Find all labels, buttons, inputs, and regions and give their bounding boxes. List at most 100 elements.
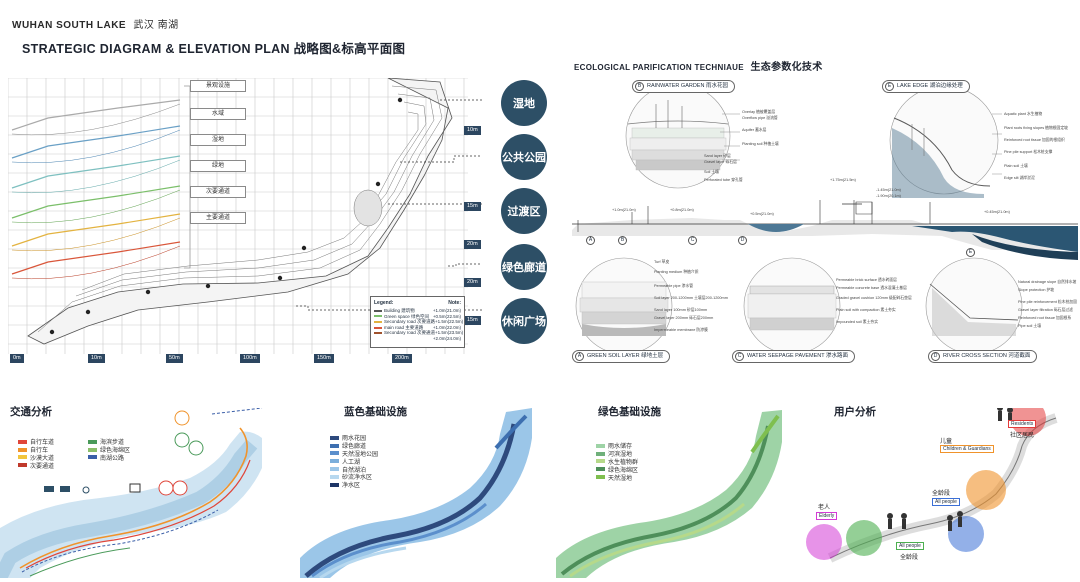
legend-row-note: +0.5m(22.5m) <box>432 313 461 319</box>
layer-label-water: 水域 <box>190 108 246 120</box>
legend-row-note: +1.0m(22.0m) <box>432 324 461 330</box>
traffic-legend-label: 沙漠大道 <box>30 456 55 462</box>
traffic-legend: 自行车道 海滨步道 自行车 绿色海绵区 沙漠大道 南湖公路 次要通道 <box>18 438 158 470</box>
traffic-legend-label: 海滨步道 <box>100 440 125 447</box>
river-note: Pine pile reinforcement 松木桩加固 <box>1018 300 1077 304</box>
pave-note: Permeable brick surface 透水砖面层 <box>836 278 897 282</box>
legend-row-label: Building 建筑物 <box>384 308 415 313</box>
pavement-detail <box>743 257 841 355</box>
layer-label-facilities: 景观设施 <box>190 80 246 92</box>
scale-bottom-2: 50m <box>166 354 183 363</box>
elevation-label: +0.8m(21.0m) <box>670 208 694 212</box>
location-en: WUHAN SOUTH LAKE <box>12 20 127 31</box>
legend-row-label: Green space 绿色空间 <box>384 313 430 319</box>
scale-bottom-3: 100m <box>240 354 260 363</box>
traffic-title: 交通分析 <box>10 406 52 418</box>
elevation-label: +1.75m(21.5m) <box>830 178 856 182</box>
eco-title: ECOLOGICAL PARIFICATION TECHNIAUE 生态参数化技… <box>574 58 823 73</box>
soil-note: Soil layer 200-1200mm 土壤层200-1200mm <box>654 296 728 300</box>
rain-note: Aquifer 蓄水层 <box>742 128 767 132</box>
layer-strips <box>11 99 181 280</box>
green-legend: 雨水储存 河滨湿地 水生植物群 绿色海绵区 天然湿地 <box>596 442 639 482</box>
legend-head-right: Note: <box>448 300 461 306</box>
blue-legend-label: 天然湿地公园 <box>342 452 379 458</box>
pave-note: Permeable concrete base 透水混凝土基层 <box>836 286 907 290</box>
river-note: Pipe soil 土壤 <box>1018 324 1041 328</box>
scale-right-3: 20m <box>464 240 481 249</box>
green-legend-label: 河滨湿地 <box>608 452 633 459</box>
scale-bottom-4: 150m <box>314 354 334 363</box>
lake-note: Plain soil 土壤 <box>1004 164 1028 168</box>
scale-right-1: 15m <box>464 202 481 211</box>
blue-panel: 雨水花园 绿色廊道 天然湿地公园 人工湖 自然湖泊 砂流净水区 净水区 <box>300 408 536 578</box>
green-legend-label: 天然湿地 <box>608 475 633 482</box>
section-letter-e: E <box>966 248 975 257</box>
pill-lake-edge: E LAKE EDGE 湖泊边缘处理 <box>882 80 970 93</box>
traffic-map <box>0 408 263 578</box>
bubble-transition: 过渡区 <box>501 188 547 234</box>
pill-rainwater-garden: B RAINWATER GARDEN 雨水花园 <box>632 80 735 93</box>
pill-label: RAINWATER GARDEN 雨水花园 <box>647 83 728 89</box>
scale-bottom-5: 200m <box>392 354 412 363</box>
blue-title: 蓝色基础设施 <box>344 406 407 418</box>
river-note: Reinforced root tissue 加固根系 <box>1018 316 1072 320</box>
legend-row-note: +1.5m(22.5m) <box>435 319 464 325</box>
bubble-public-park: 公共公园 <box>501 134 547 180</box>
soil-note: Permeable pipe 渗水管 <box>654 284 694 288</box>
eco-title-en: ECOLOGICAL PARIFICATION TECHNIAUE <box>574 63 744 72</box>
users-title: 用户分析 <box>834 406 876 418</box>
green-legend-label: 水生植物群 <box>608 460 639 466</box>
pill-label: WATER SEEPAGE PAVEMENT 渗水路面 <box>747 353 849 359</box>
section-letter-a: A <box>586 236 595 245</box>
user-cn-residents: 社区居民 <box>1010 433 1035 439</box>
elevation-label: -1.45m(21.0m) <box>876 188 901 192</box>
users-panel: Residents 社区居民 儿童 Children & Guardians 全… <box>800 408 1078 578</box>
layer-label-main: 主要通道 <box>190 212 246 224</box>
scale-right-2: 20m <box>464 278 481 287</box>
legend-row-label: main road 主要道路 <box>384 324 424 330</box>
green-legend-label: 雨水储存 <box>608 444 633 451</box>
traffic-legend-label: 自行车道 <box>30 440 55 447</box>
lake-note: Plant roots fixing slopes 植物根固定坡 <box>1004 126 1068 130</box>
blue-legend-label: 绿色廊道 <box>342 444 367 451</box>
route-markers <box>49 97 403 335</box>
blue-legend-label: 自然湖泊 <box>342 467 367 474</box>
legend-row-note: +1.0m(21.0m) <box>432 308 461 313</box>
eco-drawing <box>572 83 1078 355</box>
scale-bottom-0: 0m <box>10 354 24 363</box>
rain-note: Perforated tube 穿孔管 <box>704 178 743 182</box>
section-letter-b: B <box>618 236 627 245</box>
main-section <box>572 200 1078 260</box>
plan-legend: Legend: Note: Building 建筑物 +1.0m(21.0m) G… <box>370 296 465 348</box>
pave-note: Impounded soil 素土夯实 <box>836 320 878 324</box>
pill-label: LAKE EDGE 湖泊边缘处理 <box>897 83 963 89</box>
user-tag-children: Children & Guardians <box>940 445 994 453</box>
green-title: 绿色基础设施 <box>598 406 661 418</box>
green-soil-detail <box>575 257 673 355</box>
lake-note: Edge silt 湖岸淤泥 <box>1004 176 1035 180</box>
blue-legend-label: 雨水花园 <box>342 436 367 443</box>
elevation-label: +1.0m(21.0m) <box>612 208 636 212</box>
eco-title-cn: 生态参数化技术 <box>750 62 823 73</box>
scale-right-0: 10m <box>464 126 481 135</box>
green-panel: 雨水储存 河滨湿地 水生植物群 绿色海绵区 天然湿地 <box>556 408 786 578</box>
traffic-legend-label: 自行车 <box>30 448 49 455</box>
rain-note: Planting soil 种植土壤 <box>742 142 779 146</box>
pave-note: Plain soil with compaction 素土夯实 <box>836 308 896 312</box>
rain-note: Soil 土壤 <box>704 170 719 174</box>
user-tag-elderly: Elderly <box>816 512 838 520</box>
page-title: STRATEGIC DIAGRAM & ELEVATION PLAN 战略图&标… <box>22 42 406 56</box>
layer-label-wetland: 湿地 <box>190 134 246 146</box>
pill-green-soil: A GREEN SOIL LAYER 绿地土层 <box>572 350 671 363</box>
blue-legend: 雨水花园 绿色廊道 天然湿地公园 人工湖 自然湖泊 砂流净水区 净水区 <box>330 434 378 489</box>
pill-label: GREEN SOIL LAYER 绿地土层 <box>587 353 664 359</box>
legend-head-left: Legend: <box>374 300 394 306</box>
traffic-legend-label: 次要通道 <box>30 463 55 470</box>
user-cn-all-1: 全龄段 <box>932 491 951 497</box>
bubble-wetland: 湿地 <box>501 80 547 126</box>
soil-note: Sand layer 100mm 砂层100mm <box>654 308 708 312</box>
location-cn: 武汉 南湖 <box>133 20 179 31</box>
pill-letter: E <box>885 82 894 91</box>
traffic-legend-label: 南湖公路 <box>100 456 125 462</box>
green-legend-label: 绿色海绵区 <box>608 467 639 474</box>
